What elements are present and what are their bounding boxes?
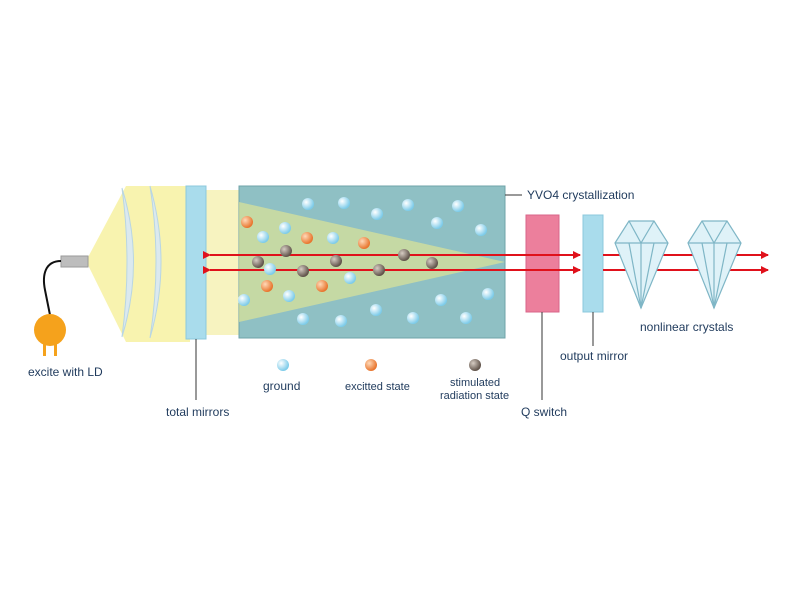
lens-1 bbox=[121, 187, 134, 338]
stimulated-atom bbox=[280, 245, 292, 257]
ground-atom bbox=[264, 263, 276, 275]
output-mirror-label: output mirror bbox=[560, 349, 628, 363]
ground-atom bbox=[338, 197, 350, 209]
legend-stimulated-label-1: stimulated bbox=[450, 377, 500, 389]
total-mirrors-label: total mirrors bbox=[166, 405, 229, 419]
pump-light-in-crystal bbox=[239, 202, 505, 322]
stimulated-atom bbox=[330, 255, 342, 267]
fiber-cable bbox=[42, 260, 62, 316]
stimulated-atom bbox=[252, 256, 264, 268]
nonlinear-crystal-1 bbox=[614, 220, 669, 310]
legend-ground-atom bbox=[277, 359, 289, 371]
ground-atom bbox=[370, 304, 382, 316]
fiber-connector bbox=[60, 255, 89, 268]
q-switch-label: Q switch bbox=[521, 405, 567, 419]
crystal-label: YVO4 crystallization bbox=[527, 188, 634, 202]
excited-atom bbox=[241, 216, 253, 228]
ground-atom bbox=[279, 222, 291, 234]
legend-stimulated-label-2: radiation state bbox=[440, 390, 509, 402]
legend-excited-atom bbox=[365, 359, 377, 371]
ground-atom bbox=[283, 290, 295, 302]
ground-atom bbox=[335, 315, 347, 327]
ground-atom bbox=[435, 294, 447, 306]
stimulated-atom bbox=[297, 265, 309, 277]
ground-atom bbox=[402, 199, 414, 211]
nonlinear-crystal-2 bbox=[687, 220, 742, 310]
ground-atom bbox=[257, 231, 269, 243]
pump-light-cone bbox=[86, 186, 190, 342]
ground-atom bbox=[238, 294, 250, 306]
ground-atom bbox=[302, 198, 314, 210]
excited-atom bbox=[316, 280, 328, 292]
diode-lead-right bbox=[54, 342, 57, 356]
ground-atom bbox=[327, 232, 339, 244]
stimulated-atom bbox=[373, 264, 385, 276]
ground-atom bbox=[431, 217, 443, 229]
ground-atom bbox=[460, 312, 472, 324]
legend-stimulated-atom bbox=[469, 359, 481, 371]
total-mirror bbox=[185, 185, 207, 340]
ground-atom bbox=[452, 200, 464, 212]
output-mirror bbox=[582, 214, 604, 313]
excited-atom bbox=[301, 232, 313, 244]
q-switch-block bbox=[525, 214, 560, 313]
ground-atom bbox=[344, 272, 356, 284]
nonlinear-label: nonlinear crystals bbox=[640, 320, 733, 334]
excited-atom bbox=[358, 237, 370, 249]
lens-2 bbox=[149, 185, 162, 339]
legend-ground-label: ground bbox=[263, 379, 300, 393]
atom-layer bbox=[238, 197, 494, 327]
diode-lead-left bbox=[43, 342, 46, 356]
excited-atom bbox=[261, 280, 273, 292]
ground-atom bbox=[407, 312, 419, 324]
stimulated-atom bbox=[426, 257, 438, 269]
stimulated-atom bbox=[398, 249, 410, 261]
ground-atom bbox=[475, 224, 487, 236]
source-label: excite with LD bbox=[28, 365, 103, 379]
ground-atom bbox=[371, 208, 383, 220]
ground-atom bbox=[297, 313, 309, 325]
ground-atom bbox=[482, 288, 494, 300]
laser-diode-icon bbox=[34, 314, 66, 346]
legend-excited-label: excitted state bbox=[345, 381, 410, 393]
